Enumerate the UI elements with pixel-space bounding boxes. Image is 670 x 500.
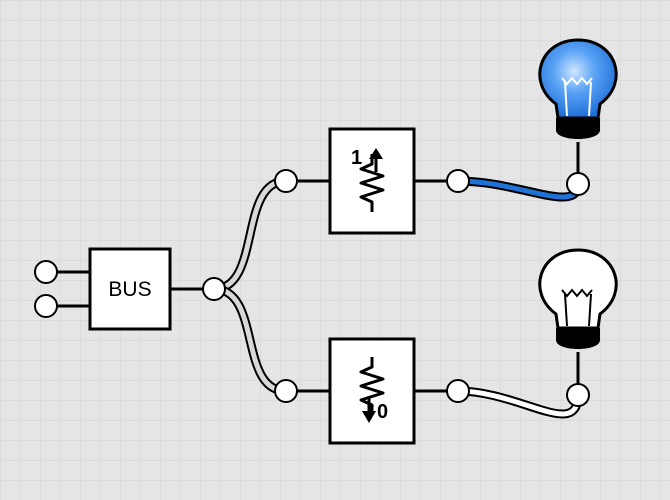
pull-down-input-pin[interactable] (274, 379, 298, 403)
pull-down-output-pin[interactable] (446, 379, 470, 403)
wire-bus-to-pullup[interactable] (209, 176, 291, 294)
resistor-zigzag-icon (359, 154, 385, 212)
wire-bus-to-pulldown-fill (211, 286, 289, 394)
bottom-bulb-pin[interactable] (566, 383, 590, 407)
pull-down-resistor[interactable]: 0 (274, 337, 470, 445)
bulb-filament-icon (561, 76, 593, 117)
bus-box (88, 247, 172, 331)
wire-pulldown-to-bottom-bulb[interactable] (453, 386, 583, 419)
bus-input-pin-2[interactable] (34, 294, 58, 318)
bottom-bulb[interactable] (538, 248, 618, 407)
pull-up-output-pin[interactable] (446, 169, 470, 193)
lightbulb-on-icon (538, 38, 618, 120)
bus-label: BUS (108, 278, 151, 301)
pull-up-input-pin[interactable] (274, 169, 298, 193)
lightbulb-off-icon (538, 248, 618, 330)
arrow-down-icon (362, 396, 376, 423)
bus-component[interactable]: BUS (34, 247, 226, 331)
top-bulb[interactable] (538, 38, 618, 196)
wire-bus-to-pulldown[interactable] (209, 284, 291, 396)
pull-up-value-label: 1 (351, 147, 362, 169)
pull-up-resistor[interactable]: 1 (274, 127, 470, 235)
pull-down-value-label: 0 (377, 401, 388, 423)
wire-pulldown-to-bottom-bulb-fill (455, 388, 581, 417)
wire-bus-to-pullup-fill (211, 178, 289, 292)
bulb-base (556, 328, 600, 349)
wires (209, 176, 583, 419)
bus-output-pin[interactable] (202, 277, 226, 301)
bulb-base (556, 118, 600, 139)
arrow-up-icon (369, 148, 383, 172)
top-bulb-pin[interactable] (566, 172, 590, 196)
bulb-filament-icon (561, 288, 593, 327)
bus-input-pin-1[interactable] (34, 260, 58, 284)
